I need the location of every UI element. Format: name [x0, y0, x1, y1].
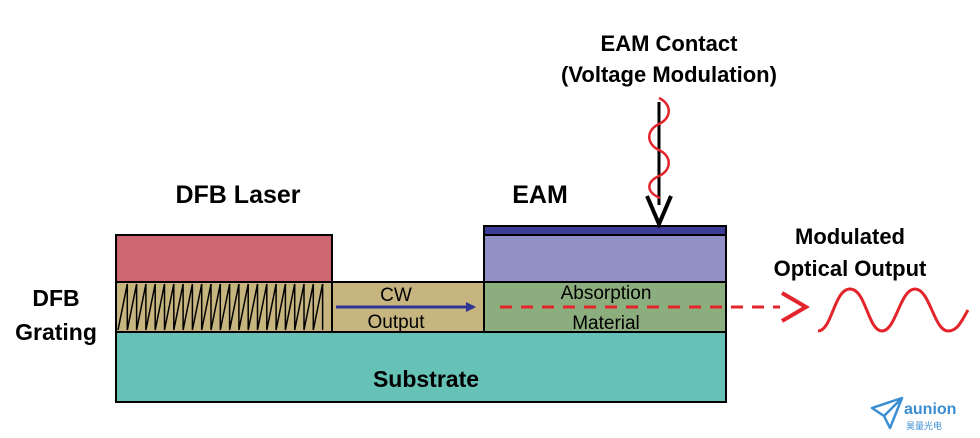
eam-contact-subtitle: (Voltage Modulation)	[561, 62, 777, 87]
absorption-label-line2: Material	[572, 313, 640, 334]
cw-label-line1: CW	[380, 285, 412, 306]
logo-text: aunion	[904, 401, 956, 418]
eam-layer	[483, 234, 727, 283]
logo-subtext: 昊量光电	[906, 420, 942, 432]
dfb-grating-line1: DFB	[32, 285, 79, 311]
eam-contact-title: EAM Contact	[601, 31, 739, 56]
modulated-wave	[817, 287, 970, 333]
paper-plane-icon	[870, 396, 904, 430]
grating-pattern	[117, 283, 324, 331]
dfb-laser-layer	[115, 234, 333, 283]
aunion-logo: aunion 昊量光电	[870, 396, 956, 432]
substrate-label: Substrate	[373, 366, 479, 392]
substrate-layer	[115, 331, 727, 403]
modulated-output-line1: Modulated	[795, 224, 905, 249]
dfb-grating-line2: Grating	[15, 319, 97, 345]
eam-label: EAM	[512, 181, 568, 209]
modulated-arrowhead	[780, 291, 810, 323]
cw-label-line2: Output	[367, 312, 425, 333]
contact-arrow-head	[645, 195, 673, 230]
voltage-wave	[648, 96, 670, 200]
modulated-output-line2: Optical Output	[774, 256, 927, 281]
dfb-laser-label: DFB Laser	[175, 181, 300, 209]
absorption-label-line1: Absorption	[561, 283, 652, 304]
grating-teeth	[117, 283, 324, 331]
eam-contact-strip	[483, 225, 727, 236]
